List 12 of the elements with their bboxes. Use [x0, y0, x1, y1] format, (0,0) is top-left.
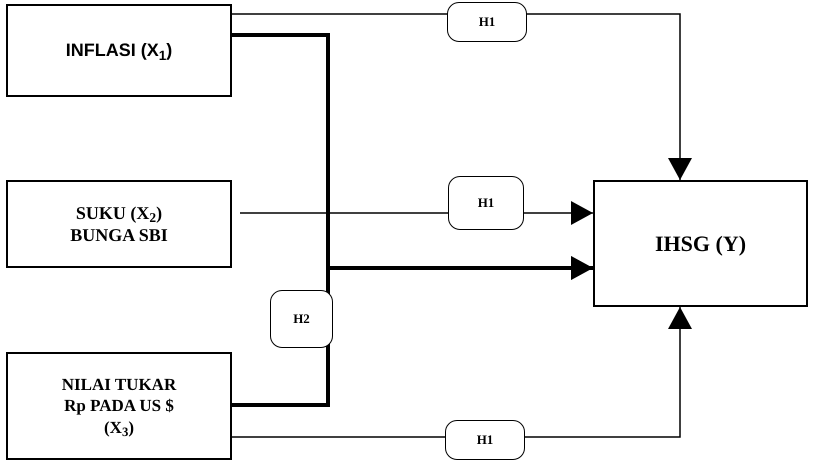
hypothesis-label: H1: [448, 176, 524, 230]
hypothesis-label: H2: [270, 290, 333, 348]
variable-label: NILAI TUKAR Rp PADA US $ (X$_{3}$): [60, 374, 178, 438]
hypothesis-label: H1: [445, 420, 525, 460]
variable-label: SUKU (X$_{2}$) BUNGA SBI: [69, 202, 169, 246]
variable-label: IHSG (Y): [654, 230, 746, 258]
variable-label: INFLASI (X$_{1}$): [66, 39, 172, 62]
variable-box: [6, 4, 232, 97]
hypothesis-label: H1: [447, 2, 527, 42]
variable-box: [6, 180, 232, 268]
variable-box: [6, 352, 232, 460]
variable-box: [593, 180, 808, 307]
